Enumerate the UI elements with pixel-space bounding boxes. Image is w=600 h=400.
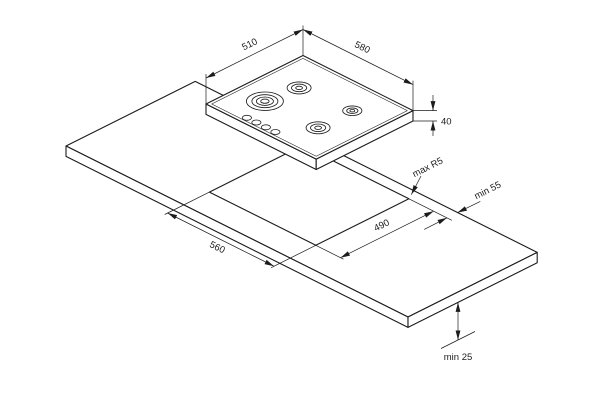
control-knob xyxy=(251,119,262,126)
extension-line xyxy=(408,198,452,221)
dimension-arrow xyxy=(457,201,481,213)
dim-label-hob-thickness: 40 xyxy=(441,117,452,128)
dimension-line xyxy=(302,29,414,85)
dim-label-corner-radius: max R5 xyxy=(411,156,445,180)
control-knob xyxy=(241,114,252,121)
burner-front-center xyxy=(305,121,331,135)
dim-corner-radius: max R5 xyxy=(411,156,445,195)
burner-cap xyxy=(295,85,303,91)
dim-label-cutout-length: 560 xyxy=(208,239,227,256)
control-knob xyxy=(270,129,281,135)
dimension-arrow xyxy=(424,217,448,230)
dim-label-rear-clearance: min 55 xyxy=(473,179,503,202)
dimension-line xyxy=(340,210,434,259)
dim-label-hob-width: 580 xyxy=(353,39,372,56)
countertop-right-face xyxy=(407,251,538,328)
leader-line xyxy=(410,175,422,195)
extension-line xyxy=(164,191,210,215)
dim-underside-clearance: min 25 xyxy=(440,302,476,363)
dim-label-underside-clearance: min 25 xyxy=(444,352,473,363)
burner-cap xyxy=(260,98,270,104)
burner-cap xyxy=(349,109,356,113)
burner-rear-left xyxy=(286,81,312,95)
dimension-line xyxy=(205,29,304,79)
burner-cap xyxy=(314,125,322,130)
burner-large xyxy=(245,91,284,111)
extension-line xyxy=(315,244,344,260)
burner-rear-right xyxy=(342,105,363,116)
dimension-line xyxy=(167,212,275,267)
dim-label-hob-depth: 510 xyxy=(240,36,259,53)
dim-hob-thickness: 40 xyxy=(413,95,452,136)
control-knobs xyxy=(241,114,281,135)
control-knob xyxy=(260,124,271,131)
extension-line xyxy=(270,244,316,269)
